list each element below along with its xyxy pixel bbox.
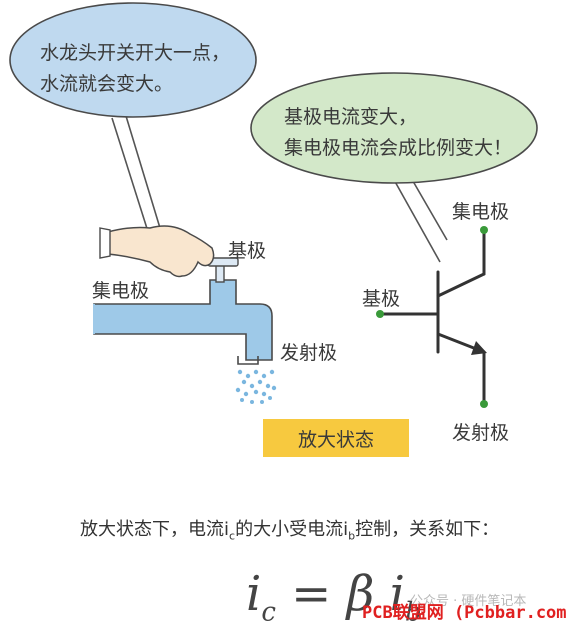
water-pipe	[93, 279, 273, 361]
emitter-arrow-icon	[471, 341, 487, 355]
description-part1: 放大状态下，电流i	[80, 519, 230, 540]
bubble-right	[250, 72, 538, 184]
faucet-collector-label: 集电极	[92, 280, 150, 302]
formula-i2: i	[389, 566, 406, 622]
description-sub-b: b	[348, 529, 356, 543]
bubble-right-pointer-2	[409, 175, 448, 241]
state-label: 放大状态	[297, 428, 374, 451]
water-drops-icon	[235, 369, 277, 404]
transistor-emitter-label: 发射极	[452, 422, 510, 444]
bubble-left	[9, 2, 257, 118]
bubble-left-line1: 水龙头开关开大一点，	[40, 42, 231, 64]
sleeve-cuff	[99, 227, 111, 259]
bubble-right-line2: 集电极电流会成比例变大！	[284, 137, 513, 159]
transistor-icon	[378, 228, 486, 406]
bubble-left-text: 水龙头开关开大一点， 水流就会变大。	[40, 38, 230, 100]
faucet-base-label: 基极	[228, 240, 267, 262]
bubble-right-line1: 基极电流变大，	[284, 106, 418, 128]
hand-icon	[107, 225, 215, 278]
bubble-right-text: 基极电流变大， 集电极电流会成比例变大！	[284, 102, 512, 164]
formula: ic = β ib	[246, 566, 422, 628]
transistor-collector-label: 集电极	[452, 201, 510, 223]
description-part2: 的大小受电流i	[235, 519, 349, 540]
description-part3: 控制，关系如下：	[355, 519, 500, 540]
emitter-terminal	[480, 400, 488, 408]
formula-b: b	[405, 597, 422, 628]
bubble-left-pointer-2	[125, 115, 161, 229]
bubble-left-line2: 水流就会变大。	[40, 73, 174, 95]
site-watermark: PCB联盟网 (Pcbbar.com)	[362, 603, 566, 623]
collector-terminal	[480, 226, 488, 234]
watermark: 公众号 · 硬件笔记本	[410, 594, 527, 609]
bubble-right-pointer	[392, 177, 441, 263]
formula-equals: =	[275, 566, 347, 622]
base-terminal	[376, 310, 384, 318]
formula-i: i	[246, 566, 262, 622]
faucet-emitter-label: 发射极	[280, 342, 338, 364]
spout-rim	[237, 356, 259, 365]
transistor-base-label: 基极	[362, 288, 401, 310]
bubble-left-pointer	[111, 117, 151, 239]
description-text: 放大状态下，电流ic的大小受电流ib控制，关系如下：	[80, 515, 499, 543]
formula-beta: β	[346, 566, 375, 622]
formula-c: c	[261, 597, 276, 628]
description-sub-c: c	[229, 529, 236, 543]
amplification-state-box: 放大状态	[263, 419, 409, 457]
